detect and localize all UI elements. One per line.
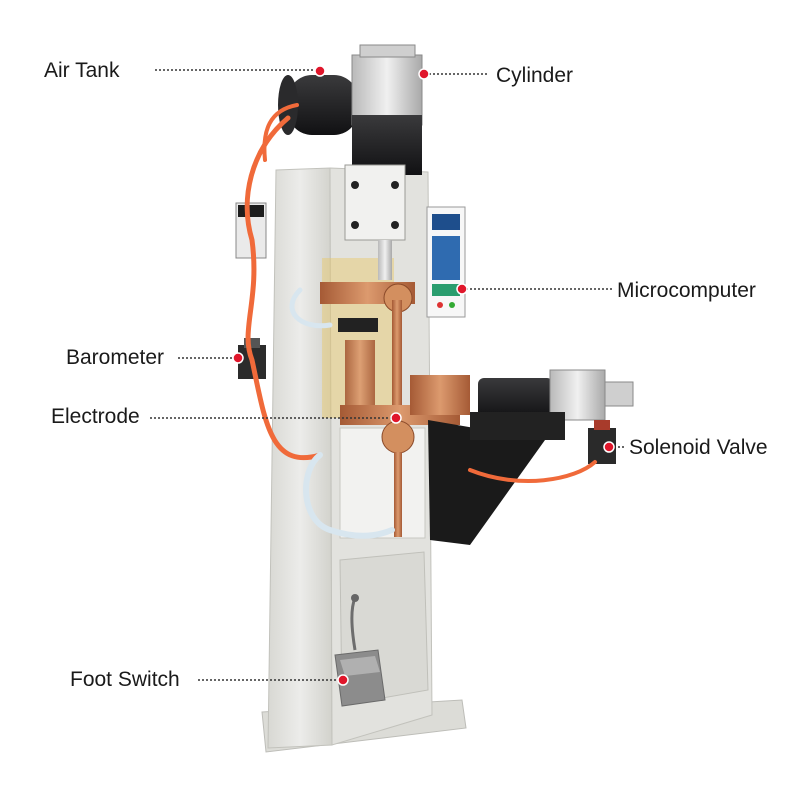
upper-electrode-assembly (320, 282, 415, 420)
marker-foot-switch (337, 674, 349, 686)
foot-switch (334, 594, 386, 707)
leader-lines (150, 69, 625, 681)
label-cylinder: Cylinder (496, 64, 574, 87)
marker-cylinder (418, 68, 430, 80)
marker-solenoid-valve (603, 441, 615, 453)
marker-barometer (232, 352, 244, 364)
marker-air-tank (314, 65, 326, 77)
label-barometer: Barometer (66, 346, 165, 369)
label-air-tank: Air Tank (44, 59, 120, 82)
marker-electrode (390, 412, 402, 424)
lower-electrode-assembly (340, 375, 470, 537)
machine-body (235, 44, 634, 753)
cylinder (344, 44, 423, 280)
label-electrode: Electrode (51, 405, 140, 428)
marker-dots (232, 65, 615, 686)
barometer (235, 202, 267, 379)
microcomputer-panel (426, 206, 466, 318)
label-microcomputer: Microcomputer (617, 279, 756, 302)
label-foot-switch: Foot Switch (70, 668, 180, 691)
label-solenoid-valve: Solenoid Valve (629, 436, 768, 459)
air-hoses (244, 103, 597, 539)
side-cylinder (470, 369, 634, 440)
arm-bracket (428, 420, 545, 545)
marker-microcomputer (456, 283, 468, 295)
